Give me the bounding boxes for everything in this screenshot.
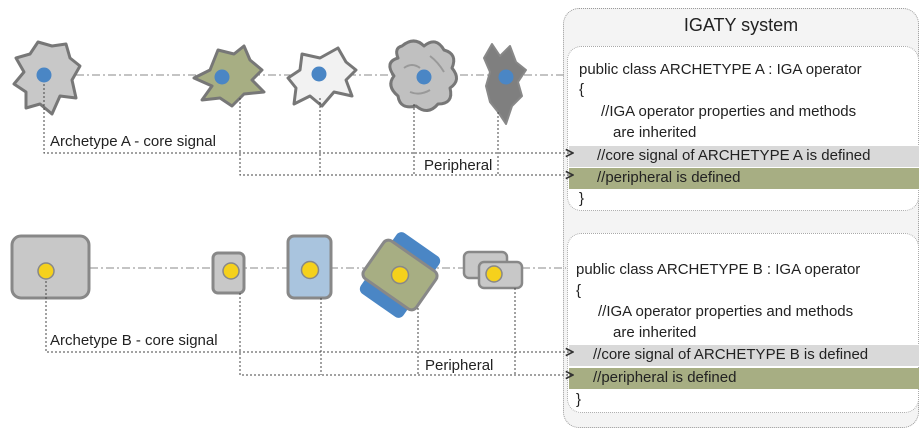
core-signal-label-b: Archetype B - core signal [50,332,218,349]
core-signal-connector-a [43,84,573,153]
cell-a2-amoeba [192,44,266,108]
class-declaration-b: public class ARCHETYPE B : IGA operator [576,261,861,278]
cell-a3-amoeba [286,46,358,108]
peripheral-highlight-a [569,168,919,189]
cell-b5-dividing [462,250,524,290]
core-signal-label-a: Archetype A - core signal [50,133,216,150]
cell-a1-amoeba [12,40,82,116]
peripheral-line-a: //peripheral is defined [597,169,741,186]
cell-b2-small-square [211,251,246,295]
open-brace-a: { [579,81,585,98]
comment-line2-b: are inherited [613,324,697,341]
core-highlight-a [569,146,919,167]
core-line-b: //core signal of ARCHETYPE B is defined [593,346,869,363]
cell-b3-tall-blue [286,234,333,300]
open-brace-b: { [576,282,582,299]
panel-title: IGATY system [683,15,799,35]
peripheral-label-b: Peripheral [425,357,493,374]
close-brace-a: } [579,190,585,207]
core-line-a: //core signal of ARCHETYPE A is defined [597,147,871,164]
cell-a4-ruffled [388,39,458,112]
peripheral-connector-b [239,293,573,375]
close-brace-b: } [576,391,582,408]
comment-line2-a: are inherited [613,124,697,141]
comment-line1-a: //IGA operator properties and methods [601,103,857,120]
comment-line1-b: //IGA operator properties and methods [598,303,854,320]
core-highlight-b [569,345,919,366]
cell-b4-rotated [359,232,441,318]
cell-a5-dark [483,43,527,125]
class-declaration-a: public class ARCHETYPE A : IGA operator [579,61,862,78]
peripheral-connector-a [239,98,573,175]
peripheral-label-a: Peripheral [424,157,492,174]
peripheral-highlight-b [569,368,919,389]
peripheral-line-b: //peripheral is defined [593,369,737,386]
cell-b1-square [10,234,91,300]
